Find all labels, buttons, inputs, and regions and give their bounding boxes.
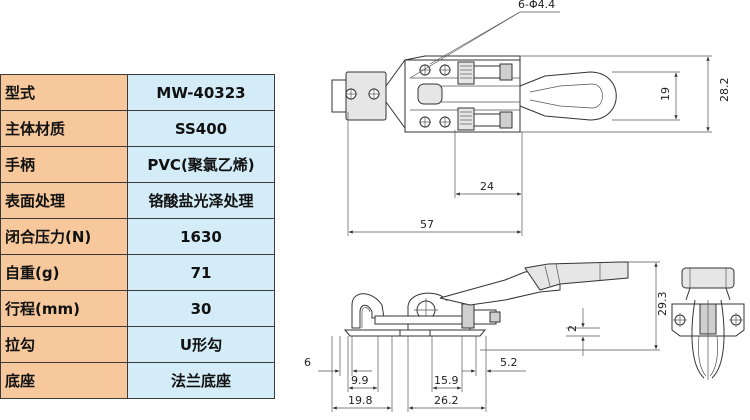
dim-57: 57 bbox=[420, 218, 434, 231]
side-dimensions: 29.3 2 6 9.9 19.8 15.9 5.2 bbox=[304, 261, 669, 412]
top-view bbox=[331, 55, 617, 133]
spec-row-surface: 表面处理 铬酸盐光泽处理 bbox=[0, 182, 275, 219]
top-arm-upper bbox=[385, 55, 521, 87]
dim-24: 24 bbox=[480, 180, 494, 193]
side-hinge-left bbox=[351, 293, 385, 329]
spec-row-force: 闭合压力(N) 1630 bbox=[0, 218, 275, 255]
dim-19-8: 19.8 bbox=[348, 394, 373, 407]
spec-label-weight: 自重(g) bbox=[0, 254, 128, 291]
top-screw-block-lower bbox=[457, 107, 475, 131]
front-u-hook bbox=[691, 299, 725, 379]
top-screw-block-upper bbox=[457, 61, 475, 85]
spec-row-handle: 手柄 PVC(聚氯乙烯) bbox=[0, 146, 275, 183]
spec-row-stroke: 行程(mm) 30 bbox=[0, 290, 275, 327]
spec-row-weight: 自重(g) 71 bbox=[0, 254, 275, 291]
spec-label-handle: 手柄 bbox=[0, 146, 128, 183]
spec-value-material: SS400 bbox=[127, 110, 275, 147]
top-roller bbox=[417, 83, 443, 105]
spec-row-model: 型式 MW-40323 bbox=[0, 74, 275, 111]
spec-label-stroke: 行程(mm) bbox=[0, 290, 128, 327]
spec-value-weight: 71 bbox=[127, 254, 275, 291]
front-view bbox=[671, 267, 745, 380]
dim-6: 6 bbox=[304, 356, 311, 369]
dim-holes: 6-Φ4.4 bbox=[518, 0, 555, 11]
spec-value-model: MW-40323 bbox=[127, 74, 275, 111]
top-dimensions: 6-Φ4.4 19 28.2 24 57 bbox=[347, 0, 731, 236]
spec-label-force: 闭合压力(N) bbox=[0, 218, 128, 255]
side-base-plate bbox=[343, 329, 487, 337]
dim-5-2: 5.2 bbox=[500, 356, 518, 369]
spec-row-hook: 拉勾 U形勾 bbox=[0, 326, 275, 363]
spec-row-material: 主体材质 SS400 bbox=[0, 110, 275, 147]
dim-28-2: 28.2 bbox=[718, 78, 731, 103]
top-u-hook bbox=[519, 71, 617, 121]
spec-value-force: 1630 bbox=[127, 218, 275, 255]
dim-29-3: 29.3 bbox=[656, 292, 669, 317]
side-handle bbox=[524, 261, 629, 291]
spec-table: 型式 MW-40323 主体材质 SS400 手柄 PVC(聚氯乙烯) 表面处理… bbox=[0, 74, 275, 399]
front-handle bbox=[681, 267, 735, 289]
spec-row-base: 底座 法兰底座 bbox=[0, 362, 275, 399]
dim-19: 19 bbox=[659, 87, 672, 101]
top-u-hook-inner bbox=[529, 83, 603, 109]
spec-label-surface: 表面处理 bbox=[0, 182, 128, 219]
spec-label-hook: 拉勾 bbox=[0, 326, 128, 363]
side-screw-block bbox=[461, 303, 475, 329]
spec-label-base: 底座 bbox=[0, 362, 128, 399]
spec-value-surface: 铬酸盐光泽处理 bbox=[127, 182, 275, 219]
spec-value-stroke: 30 bbox=[127, 290, 275, 327]
technical-drawing: 6-Φ4.4 19 28.2 24 57 bbox=[304, 0, 745, 412]
spec-label-model: 型式 bbox=[0, 74, 128, 111]
side-view bbox=[343, 261, 629, 337]
spec-value-handle: PVC(聚氯乙烯) bbox=[127, 146, 275, 183]
spec-label-material: 主体材质 bbox=[0, 110, 128, 147]
dim-9-9: 9.9 bbox=[351, 374, 369, 387]
top-rod-end-upper bbox=[499, 63, 513, 81]
side-lever bbox=[439, 267, 561, 306]
dim-26-2: 26.2 bbox=[434, 394, 459, 407]
dim-2: 2 bbox=[566, 325, 579, 332]
spec-value-base: 法兰底座 bbox=[127, 362, 275, 399]
side-screw-end bbox=[489, 311, 501, 323]
top-rod-end-lower bbox=[499, 111, 513, 129]
spec-value-hook: U形勾 bbox=[127, 326, 275, 363]
dim-15-9: 15.9 bbox=[434, 374, 459, 387]
